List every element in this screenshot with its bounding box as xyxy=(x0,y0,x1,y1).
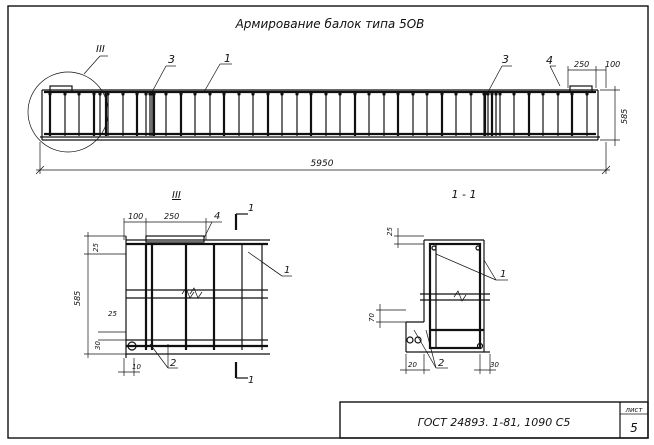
sheet-label: лист xyxy=(625,406,644,414)
dim-30-section: 30 xyxy=(490,361,499,369)
dim-25-detail-top: 25 xyxy=(92,243,100,252)
bar-node xyxy=(396,92,400,96)
bar-node xyxy=(92,92,96,96)
dim-70-section: 70 xyxy=(368,313,376,322)
bar-node xyxy=(469,92,473,96)
bar-node xyxy=(324,92,328,96)
section-title: 1 - 1 xyxy=(452,188,477,201)
dim-585-main: 585 xyxy=(620,109,629,124)
detail-callout-label: III xyxy=(96,44,105,55)
bar-node xyxy=(382,92,386,96)
bar-node xyxy=(309,92,313,96)
bar-node xyxy=(486,92,490,96)
dim-250-main: 250 xyxy=(574,60,589,69)
callout-1-detail: 1 xyxy=(284,265,290,276)
bar-node xyxy=(570,92,574,96)
bar-node xyxy=(148,92,152,96)
callout-3-left: 3 xyxy=(168,53,175,66)
bar-node xyxy=(135,92,139,96)
bar-node xyxy=(77,92,81,96)
bar-node xyxy=(411,92,415,96)
bar-node xyxy=(556,92,560,96)
bar-node xyxy=(98,92,102,96)
bar-node xyxy=(353,92,357,96)
callout-1-main: 1 xyxy=(224,52,231,65)
callout-2-section: 2 xyxy=(438,358,444,369)
callout-4-main: 4 xyxy=(546,54,553,67)
dim-25-detail-mid: 25 xyxy=(108,310,117,318)
bar-node xyxy=(367,92,371,96)
section-mark-bottom: 1 xyxy=(248,375,254,386)
bar-node xyxy=(498,92,502,96)
bar-node xyxy=(585,92,589,96)
bar-node xyxy=(266,92,270,96)
bar-node xyxy=(440,92,444,96)
bar-node xyxy=(251,92,255,96)
section-mark-top: 1 xyxy=(248,203,254,214)
detail-title: III xyxy=(172,190,181,201)
bar-node xyxy=(144,92,148,96)
dim-25-section: 25 xyxy=(386,227,394,236)
bar-node xyxy=(152,92,156,96)
callout-3-right: 3 xyxy=(502,53,509,66)
bar-node xyxy=(280,92,284,96)
drawing-title: Армирование балок типа 5ОВ xyxy=(235,17,425,31)
bar-node xyxy=(454,92,458,96)
dim-585-detail: 585 xyxy=(73,291,82,306)
dim-100-main: 100 xyxy=(605,60,620,69)
bar-node xyxy=(527,92,531,96)
detail-circle xyxy=(27,71,109,153)
bar-node xyxy=(63,92,67,96)
title-block: ГОСТ 24893. 1-81, 1090 С5 лист 5 xyxy=(339,401,649,439)
detail-iii-view: III 100 250 4 xyxy=(73,190,292,386)
callout-4-detail: 4 xyxy=(214,211,220,222)
bar-node xyxy=(104,92,108,96)
bar-node xyxy=(208,92,212,96)
callout-2-detail: 2 xyxy=(170,358,176,369)
bar-node xyxy=(164,92,168,96)
bar-node xyxy=(193,92,197,96)
bar-node xyxy=(121,92,125,96)
dim-10-detail: 10 xyxy=(132,363,141,371)
callout-1-section: 1 xyxy=(500,269,506,280)
bar-node xyxy=(490,92,494,96)
bar-node xyxy=(338,92,342,96)
dim-30-detail: 30 xyxy=(94,341,102,350)
bar-node xyxy=(425,92,429,96)
sheet-number: 5 xyxy=(630,421,638,435)
bar-node xyxy=(222,92,226,96)
bar-node xyxy=(179,92,183,96)
main-stirrups xyxy=(48,92,589,136)
bar-node xyxy=(237,92,241,96)
dim-100-detail: 100 xyxy=(128,212,143,221)
dim-5950-main: 5950 xyxy=(311,159,334,169)
bar-node xyxy=(494,92,498,96)
bar-node xyxy=(541,92,545,96)
dim-20-section: 20 xyxy=(408,361,417,369)
document-code: ГОСТ 24893. 1-81, 1090 С5 xyxy=(418,416,571,429)
dim-250-detail: 250 xyxy=(164,212,179,221)
bar-node xyxy=(482,92,486,96)
bar-node xyxy=(48,92,52,96)
bar-node xyxy=(512,92,516,96)
main-elevation-view: III 3 1 3 4 250 100 585 xyxy=(27,44,629,175)
bar-node xyxy=(295,92,299,96)
section-1-1-view: 1 - 1 25 70 20 xyxy=(368,188,508,374)
sheet-frame xyxy=(7,5,649,439)
